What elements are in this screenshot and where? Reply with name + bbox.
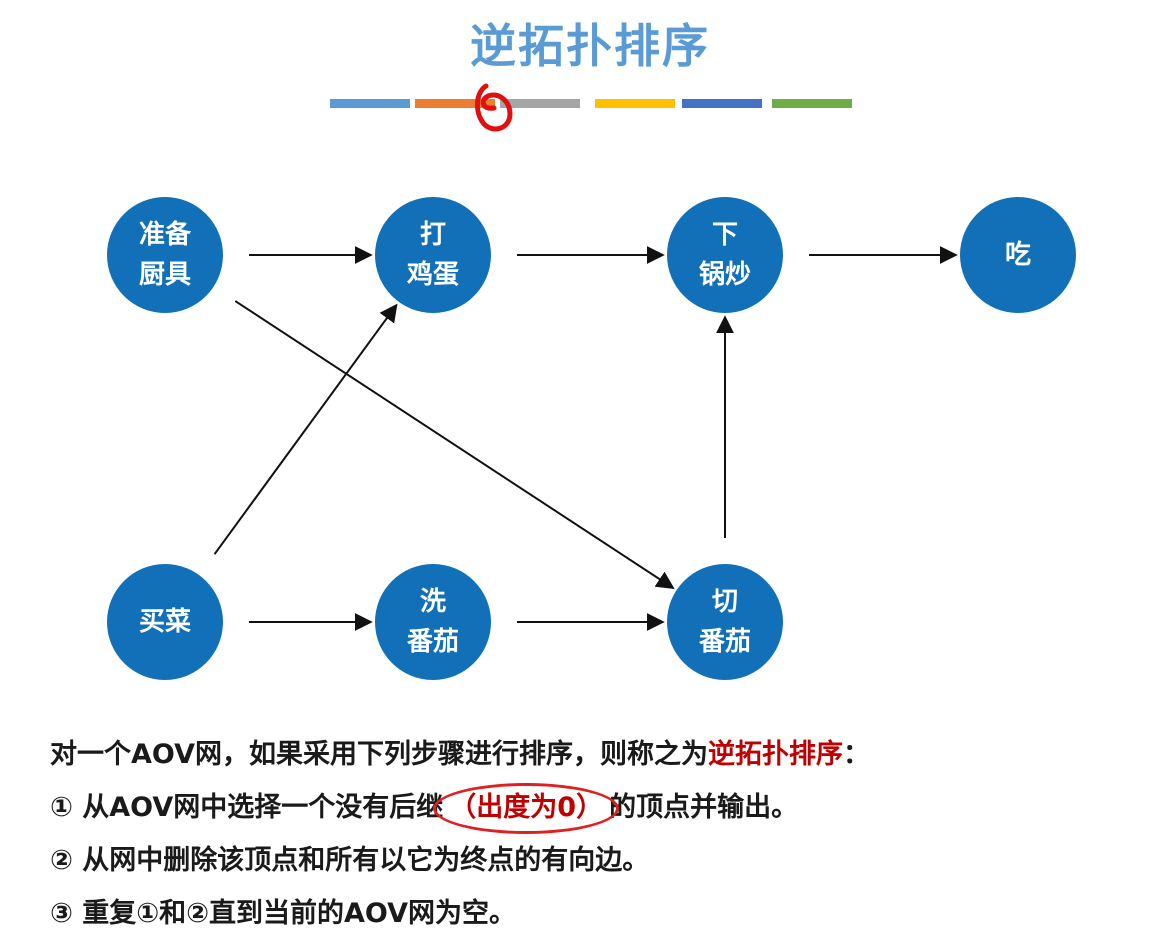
node-label-n5: 买菜 xyxy=(138,607,191,637)
edge-n1-n7 xyxy=(234,300,675,590)
outdegree-zero-note: （出度为0） xyxy=(433,781,620,834)
node-circle-n7 xyxy=(667,564,783,680)
pen-circle-mark xyxy=(433,783,620,834)
edge-n5-n2 xyxy=(213,303,398,555)
description-line-1: 对一个AOV网，如果采用下列步骤进行排序，则称之为逆拓扑排序： xyxy=(50,739,871,770)
node-circle-n6 xyxy=(375,564,491,680)
color-bar-segment xyxy=(330,99,410,108)
node-label-n2: 打 鸡蛋 xyxy=(406,220,459,290)
node-circle-n5 xyxy=(107,564,223,680)
node-circle-n2 xyxy=(375,197,491,313)
page-title: 逆拓扑排序 xyxy=(470,19,710,73)
aov-network-diagram xyxy=(107,197,1076,680)
description-line-3: ② 从网中删除该顶点和所有以它为终点的有向边。 xyxy=(50,845,650,876)
node-label-n6: 洗 番茄 xyxy=(406,587,459,657)
node-label-n4: 吃 xyxy=(1004,240,1031,270)
color-bar-segment xyxy=(415,99,495,108)
node-label-n7: 切 番茄 xyxy=(698,587,751,657)
color-bar xyxy=(330,83,852,132)
color-bar-segment xyxy=(595,99,675,108)
color-bar-segment xyxy=(500,99,580,108)
color-bar-segment xyxy=(772,99,852,108)
node-label-n1: 准备 厨具 xyxy=(138,220,191,290)
description-text: 对一个AOV网，如果采用下列步骤进行排序，则称之为逆拓扑排序： ① 从AOV网中… xyxy=(50,728,1150,940)
color-bar-segment xyxy=(682,99,762,108)
node-label-n3: 下 锅炒 xyxy=(698,220,751,290)
node-circle-n1 xyxy=(107,197,223,313)
pen-annotation-mark xyxy=(475,83,513,132)
description-line-4: ③ 重复①和②直到当前的AOV网为空。 xyxy=(50,898,516,929)
node-circle-n3 xyxy=(667,197,783,313)
node-circle-n4 xyxy=(960,197,1076,313)
highlight-term: 逆拓扑排序 xyxy=(708,739,844,770)
description-line-2: ① 从AOV网中选择一个没有后继（出度为0）的顶点并输出。 xyxy=(50,781,1150,834)
